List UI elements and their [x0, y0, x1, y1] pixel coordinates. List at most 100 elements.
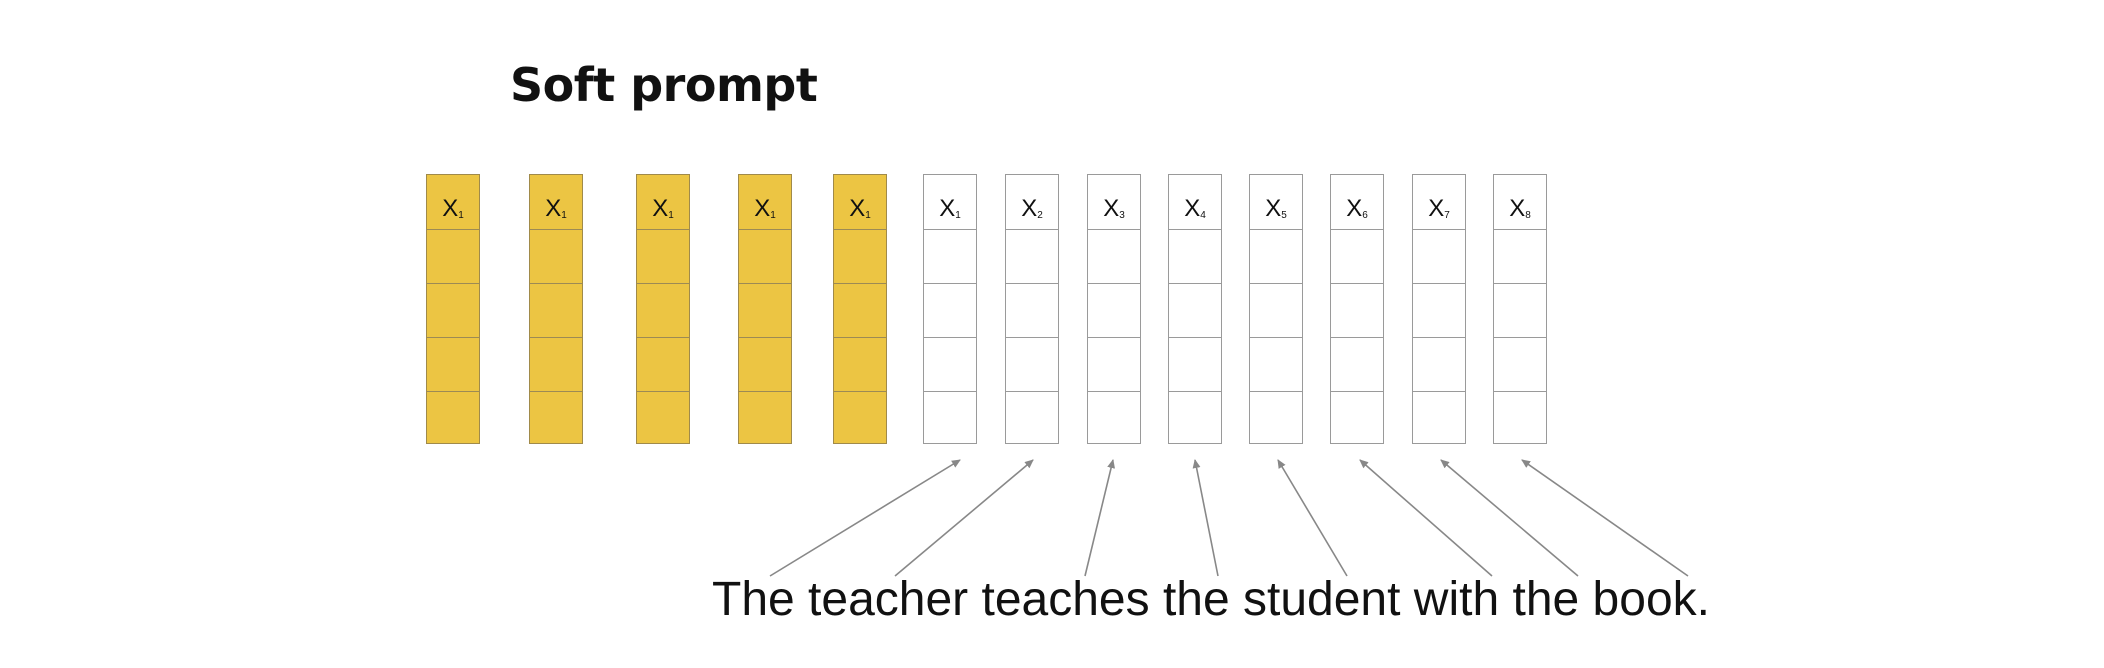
embedding-cell-divider [1169, 391, 1221, 392]
word-to-token-arrow-8 [1521, 459, 1689, 577]
embedding-cell-divider [924, 283, 976, 284]
token-label-subscript: 8 [1525, 210, 1531, 221]
embedding-cell-divider [1250, 337, 1302, 338]
soft-prompt-column-4: X1 [738, 174, 792, 444]
token-label-subscript: 2 [1037, 210, 1043, 221]
embedding-cell-divider [924, 229, 976, 230]
token-label-base: X [849, 195, 866, 222]
token-label: X1 [834, 197, 886, 221]
embedding-cell-divider [530, 283, 582, 284]
embedding-cell-divider [427, 391, 479, 392]
token-label-base: X [939, 195, 956, 222]
token-label-base: X [442, 195, 459, 222]
embedding-cell-divider [1494, 229, 1546, 230]
embedding-cell-divider [1413, 229, 1465, 230]
embedding-cell-divider [739, 337, 791, 338]
input-token-column-1: X1 [923, 174, 977, 444]
input-token-column-4: X4 [1168, 174, 1222, 444]
embedding-cell-divider [834, 337, 886, 338]
token-label-base: X [1428, 195, 1445, 222]
token-label-subscript: 1 [458, 210, 464, 221]
embedding-cell-divider [1088, 283, 1140, 284]
word-to-token-arrow-5 [1277, 459, 1348, 577]
embedding-cell-divider [924, 337, 976, 338]
embedding-cell-divider [739, 391, 791, 392]
input-token-column-2: X2 [1005, 174, 1059, 444]
embedding-cell-divider [1088, 229, 1140, 230]
token-label: X1 [427, 197, 479, 221]
token-label: X5 [1250, 197, 1302, 221]
token-label: X8 [1494, 197, 1546, 221]
word-to-token-arrow-4 [1192, 459, 1219, 577]
token-label-base: X [1184, 195, 1201, 222]
embedding-cell-divider [1494, 283, 1546, 284]
token-label-base: X [1509, 195, 1526, 222]
token-label-subscript: 1 [955, 210, 961, 221]
token-label-subscript: 6 [1362, 210, 1368, 221]
input-token-column-5: X5 [1249, 174, 1303, 444]
embedding-cell-divider [1250, 391, 1302, 392]
embedding-cell-divider [637, 391, 689, 392]
embedding-cell-divider [1169, 337, 1221, 338]
diagram-title: Soft prompt [510, 58, 818, 112]
input-token-column-6: X6 [1330, 174, 1384, 444]
embedding-cell-divider [1088, 391, 1140, 392]
embedding-cell-divider [427, 229, 479, 230]
embedding-cell-divider [530, 229, 582, 230]
token-label-subscript: 7 [1444, 210, 1450, 221]
embedding-cell-divider [1088, 337, 1140, 338]
token-label-base: X [1021, 195, 1038, 222]
embedding-cell-divider [1494, 391, 1546, 392]
embedding-cell-divider [1169, 229, 1221, 230]
embedding-cell-divider [834, 229, 886, 230]
embedding-cell-divider [1331, 229, 1383, 230]
input-token-column-3: X3 [1087, 174, 1141, 444]
token-label-subscript: 1 [865, 210, 871, 221]
word-to-token-arrow-6 [1359, 459, 1493, 577]
token-label-base: X [545, 195, 562, 222]
token-label-base: X [1346, 195, 1363, 222]
embedding-cell-divider [834, 391, 886, 392]
token-label: X1 [530, 197, 582, 221]
embedding-cell-divider [530, 391, 582, 392]
embedding-cell-divider [834, 283, 886, 284]
embedding-cell-divider [924, 391, 976, 392]
embedding-cell-divider [530, 337, 582, 338]
input-sentence: The teacher teaches the student with the… [712, 573, 1710, 626]
token-label-subscript: 3 [1119, 210, 1125, 221]
embedding-cell-divider [1006, 283, 1058, 284]
token-label: X1 [924, 197, 976, 221]
embedding-cell-divider [1006, 391, 1058, 392]
token-label: X2 [1006, 197, 1058, 221]
token-label: X3 [1088, 197, 1140, 221]
embedding-cell-divider [1413, 337, 1465, 338]
soft-prompt-column-5: X1 [833, 174, 887, 444]
token-label-subscript: 1 [770, 210, 776, 221]
token-label: X1 [739, 197, 791, 221]
token-label: X7 [1413, 197, 1465, 221]
embedding-cell-divider [1413, 391, 1465, 392]
embedding-cell-divider [1169, 283, 1221, 284]
input-token-column-8: X8 [1493, 174, 1547, 444]
soft-prompt-column-2: X1 [529, 174, 583, 444]
embedding-cell-divider [1331, 391, 1383, 392]
embedding-cell-divider [1250, 229, 1302, 230]
token-label-subscript: 1 [561, 210, 567, 221]
token-label-subscript: 5 [1281, 210, 1287, 221]
word-to-token-arrow-2 [894, 459, 1034, 577]
token-label-base: X [754, 195, 771, 222]
word-to-token-arrow-7 [1440, 459, 1579, 577]
embedding-cell-divider [1413, 283, 1465, 284]
embedding-cell-divider [1006, 337, 1058, 338]
soft-prompt-column-1: X1 [426, 174, 480, 444]
embedding-cell-divider [739, 283, 791, 284]
embedding-cell-divider [637, 337, 689, 338]
token-label: X4 [1169, 197, 1221, 221]
embedding-cell-divider [1006, 229, 1058, 230]
embedding-cell-divider [637, 229, 689, 230]
embedding-cell-divider [427, 337, 479, 338]
token-label: X1 [637, 197, 689, 221]
input-token-column-7: X7 [1412, 174, 1466, 444]
soft-prompt-column-3: X1 [636, 174, 690, 444]
